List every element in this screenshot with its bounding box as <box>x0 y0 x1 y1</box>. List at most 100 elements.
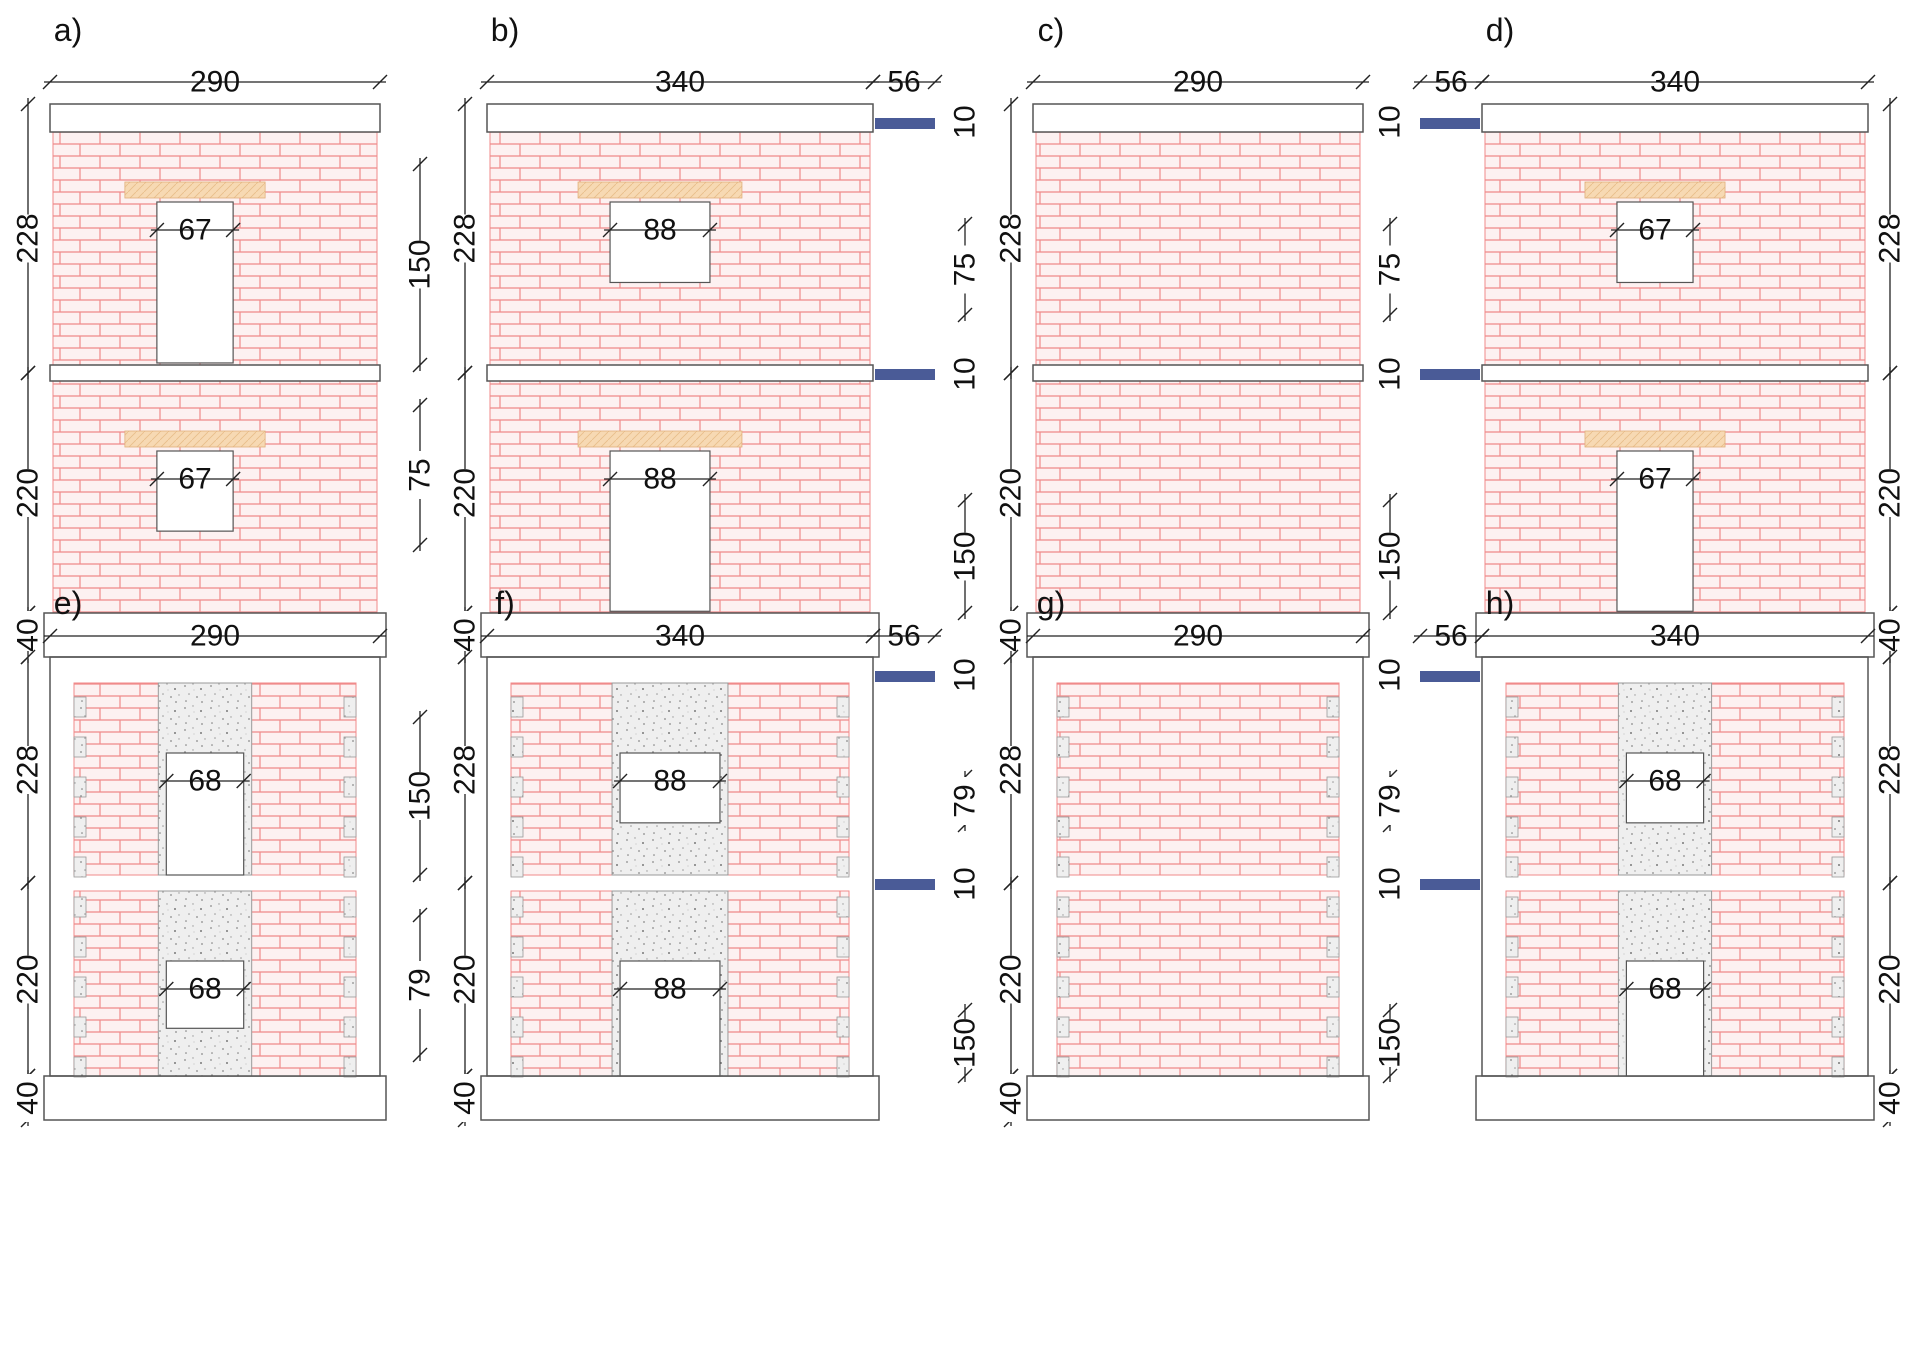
tie-column-tooth <box>1056 856 1070 878</box>
wall-width-label: 340 <box>1650 620 1700 653</box>
dimension-tick <box>457 875 473 891</box>
tie-column-tooth <box>1505 856 1519 878</box>
tie-column-tooth <box>343 1016 357 1038</box>
label-backing <box>451 955 479 1004</box>
tie-column-tooth <box>1326 1056 1340 1078</box>
storey-height-lower: 220 <box>449 954 482 1004</box>
dimension-tick <box>1882 365 1898 381</box>
dimension-tick <box>149 471 165 487</box>
tie-column-tooth <box>343 1056 357 1078</box>
tie-column-tooth <box>343 896 357 918</box>
dimension-tick <box>957 1002 973 1018</box>
tie-column-tooth <box>1505 696 1519 718</box>
dimension-tick <box>1355 628 1371 644</box>
dimension-tick <box>149 222 165 238</box>
dimension-tick <box>1474 628 1490 644</box>
label-backing <box>951 350 979 398</box>
opening-width-label: 68 <box>1648 765 1681 798</box>
dimension-tick <box>612 981 628 997</box>
tie-column-tooth <box>73 736 87 758</box>
storey-height-lower: 220 <box>995 468 1028 518</box>
tie-column-tooth <box>1505 896 1519 918</box>
panel-label: h) <box>1486 585 1514 621</box>
label-backing <box>1876 955 1904 1004</box>
support-plate-mid <box>1420 879 1480 890</box>
tie-column-tooth <box>1831 736 1845 758</box>
label-backing <box>14 469 42 517</box>
dimension-tick <box>20 649 36 665</box>
label-backing <box>997 955 1025 1004</box>
slab-thickness-top: 10 <box>949 658 982 691</box>
dimension-tick <box>412 709 428 725</box>
label-backing <box>951 245 979 294</box>
tie-column-tooth <box>73 936 87 958</box>
dimension-tick <box>236 981 252 997</box>
dimension-tick <box>372 628 388 644</box>
foundation <box>43 1075 387 1121</box>
roof-slab <box>49 103 381 133</box>
tie-column-tooth <box>510 1016 524 1038</box>
tie-column-tooth <box>73 1016 87 1038</box>
slab-thickness-top: 10 <box>1374 658 1407 691</box>
storey-height-upper: 228 <box>449 745 482 795</box>
tie-column-tooth <box>510 856 524 878</box>
opening-height-label: 150 <box>1374 1018 1407 1068</box>
dimension-tick <box>158 773 174 789</box>
opening-height-label: 79 <box>1374 784 1407 817</box>
dimension-tick <box>1618 981 1634 997</box>
dimension-tick <box>225 222 241 238</box>
tie-column-tooth <box>73 856 87 878</box>
opening <box>1616 201 1694 284</box>
tie-column-tooth <box>1831 936 1845 958</box>
wall-width-label: 290 <box>1173 620 1223 653</box>
opening <box>156 201 234 364</box>
dimension-tick <box>1882 96 1898 112</box>
base-height-label: 40 <box>449 618 482 651</box>
brick-infill-lower <box>1056 890 1340 1077</box>
opening-width-label: 67 <box>178 463 211 496</box>
opening-width-label: 68 <box>1648 973 1681 1006</box>
dimension-tick <box>412 537 428 553</box>
opening-width-label: 68 <box>188 973 221 1006</box>
label-backing <box>14 1074 42 1122</box>
tie-column-tooth <box>1056 776 1070 798</box>
label-backing <box>1376 777 1404 825</box>
foundation <box>1026 1075 1370 1121</box>
tie-column-tooth <box>1326 1016 1340 1038</box>
tie-column-tooth <box>1505 1016 1519 1038</box>
tie-column-tooth <box>510 696 524 718</box>
dimension-tick <box>479 628 495 644</box>
slab-thickness-top: 10 <box>949 105 982 138</box>
label-backing <box>1376 1019 1404 1067</box>
tie-column-tooth <box>1831 856 1845 878</box>
support-plate-mid <box>875 879 935 890</box>
dimension-tick <box>702 222 718 238</box>
label-backing <box>1376 98 1404 146</box>
tie-column-tooth <box>1056 896 1070 918</box>
dimension-tick <box>1003 649 1019 665</box>
dimension-tick <box>412 397 428 413</box>
storey-height-upper: 228 <box>12 213 45 263</box>
support-plate-top <box>875 671 935 682</box>
dimension-tick <box>412 357 428 373</box>
opening-width-label: 67 <box>1638 463 1671 496</box>
tie-column-tooth <box>836 1056 850 1078</box>
tie-column-tooth <box>510 736 524 758</box>
dimension-tick <box>702 471 718 487</box>
dimension-tick <box>1382 492 1398 508</box>
dimension-tick <box>1696 981 1712 997</box>
mid-slab <box>49 364 381 382</box>
tie-column-tooth <box>1056 1056 1070 1078</box>
foundation <box>480 1075 880 1121</box>
opening-width-label: 68 <box>188 765 221 798</box>
tie-column-tooth <box>1831 776 1845 798</box>
label-backing <box>951 777 979 825</box>
dimension-tick <box>865 74 881 90</box>
opening <box>619 752 721 824</box>
label-backing <box>1376 245 1404 294</box>
panel-label: e) <box>54 585 82 621</box>
